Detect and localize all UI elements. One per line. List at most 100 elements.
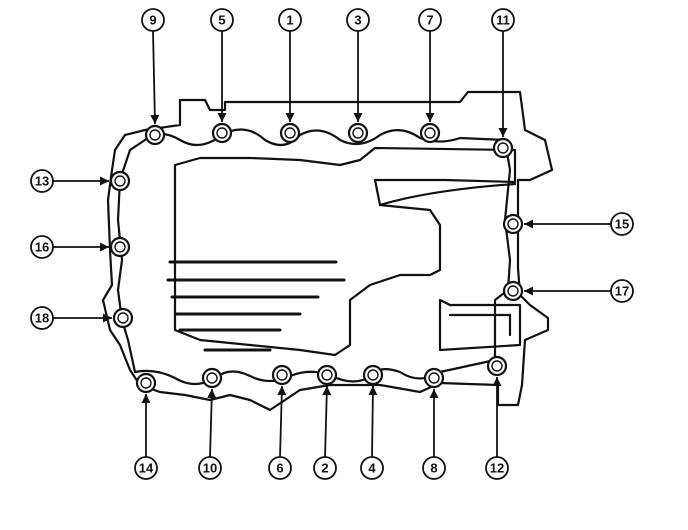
- callout-circle-18: [30, 306, 54, 330]
- callout-9: 9: [141, 8, 165, 125]
- lower-pocket: [438, 298, 522, 352]
- arrowhead-11: [498, 128, 508, 137]
- callout-number-6: 6: [276, 461, 283, 476]
- callout-12: 12: [485, 377, 509, 480]
- callout-number-14: 14: [139, 461, 154, 476]
- callout-circle-16: [30, 235, 54, 259]
- arrowhead-10: [207, 389, 217, 399]
- callout-number-11: 11: [496, 13, 510, 28]
- callout-number-7: 7: [426, 13, 433, 28]
- arrowhead-8: [429, 389, 439, 398]
- callout-circle-11: [491, 8, 515, 32]
- callout-circle-10: [198, 456, 222, 480]
- callout-4: 4: [360, 385, 384, 480]
- callout-number-10: 10: [203, 461, 217, 476]
- callout-circle-3: [346, 8, 370, 32]
- callout-circle-4: [360, 456, 384, 480]
- inner-channel: [378, 182, 517, 207]
- bolt-3: [347, 122, 369, 144]
- arrowhead-12: [492, 377, 502, 386]
- bolt-8: [423, 367, 445, 389]
- bolt-6: [271, 364, 293, 386]
- callout-circle-14: [134, 456, 158, 480]
- callout-18: 18: [30, 306, 112, 330]
- callout-circle-1: [278, 8, 302, 32]
- callout-number-17: 17: [615, 284, 629, 299]
- arrowhead-9: [150, 114, 160, 124]
- callout-11: 11: [491, 8, 515, 137]
- callout-circle-12: [485, 456, 509, 480]
- bolt-17: [502, 280, 524, 302]
- arrowhead-4: [368, 386, 378, 396]
- callout-number-4: 4: [368, 461, 376, 476]
- arrowhead-17: [524, 286, 533, 296]
- callout-circle-7: [418, 8, 442, 32]
- oil-pan-outline: [101, 90, 554, 412]
- callout-number-16: 16: [35, 240, 49, 255]
- bolt-15: [502, 213, 524, 235]
- arrowhead-1: [285, 113, 295, 122]
- arrowhead-16: [100, 242, 109, 252]
- bolt-11: [492, 137, 514, 159]
- arrowhead-15: [524, 219, 533, 229]
- callout-circle-5: [210, 8, 234, 32]
- callout-circle-9: [141, 8, 165, 32]
- callout-number-3: 3: [354, 13, 361, 28]
- callout-5: 5: [210, 8, 234, 122]
- callout-number-12: 12: [490, 461, 504, 476]
- callout-circle-17: [610, 279, 634, 303]
- leader-arrow-10: [209, 388, 213, 458]
- lower-pocket-inner: [448, 313, 512, 337]
- bolt-7: [419, 122, 441, 144]
- bolt-14: [135, 372, 157, 394]
- callout-circle-6: [268, 456, 292, 480]
- callout-2: 2: [313, 385, 337, 480]
- callout-3: 3: [346, 8, 370, 122]
- bolt-2: [316, 364, 338, 386]
- callout-7: 7: [418, 8, 442, 122]
- callout-number-1: 1: [286, 13, 293, 28]
- arrowhead-2: [322, 386, 332, 396]
- bolt-1: [279, 122, 301, 144]
- callout-circle-8: [422, 456, 446, 480]
- callout-circle-15: [610, 212, 634, 236]
- bolt-9: [144, 124, 166, 146]
- callout-number-2: 2: [321, 461, 328, 476]
- arrowhead-6: [277, 386, 287, 396]
- leader-arrow-4: [371, 385, 374, 458]
- callout-number-9: 9: [149, 13, 156, 28]
- callout-14: 14: [134, 394, 158, 480]
- callout-circle-13: [30, 169, 54, 193]
- callout-13: 13: [30, 169, 109, 193]
- sump-recess: [173, 146, 517, 357]
- callout-number-5: 5: [218, 13, 225, 28]
- gasket-line: [116, 128, 512, 386]
- leader-arrow-6: [279, 385, 283, 458]
- arrowhead-3: [353, 113, 363, 122]
- callout-number-15: 15: [615, 217, 629, 232]
- rib-lines: [166, 260, 346, 352]
- callout-10: 10: [198, 388, 222, 480]
- callout-number-8: 8: [430, 461, 437, 476]
- bolt-18: [112, 307, 134, 329]
- bolt-12: [486, 355, 508, 377]
- arrowhead-14: [141, 394, 151, 403]
- bolt-10: [201, 367, 223, 389]
- bolt-4: [362, 364, 384, 386]
- callout-circle-2: [313, 456, 337, 480]
- callout-number-18: 18: [35, 311, 49, 326]
- callout-17: 17: [524, 279, 634, 303]
- callout-8: 8: [422, 389, 446, 480]
- leader-arrow-2: [324, 385, 328, 458]
- leader-arrow-9: [152, 30, 156, 125]
- arrowhead-13: [100, 176, 109, 186]
- bolt-16: [109, 236, 131, 258]
- bolt-5: [211, 122, 233, 144]
- callout-6: 6: [268, 385, 292, 480]
- callout-number-13: 13: [35, 174, 49, 189]
- callout-16: 16: [30, 235, 109, 259]
- bolt-13: [109, 170, 131, 192]
- arrowhead-18: [103, 313, 112, 323]
